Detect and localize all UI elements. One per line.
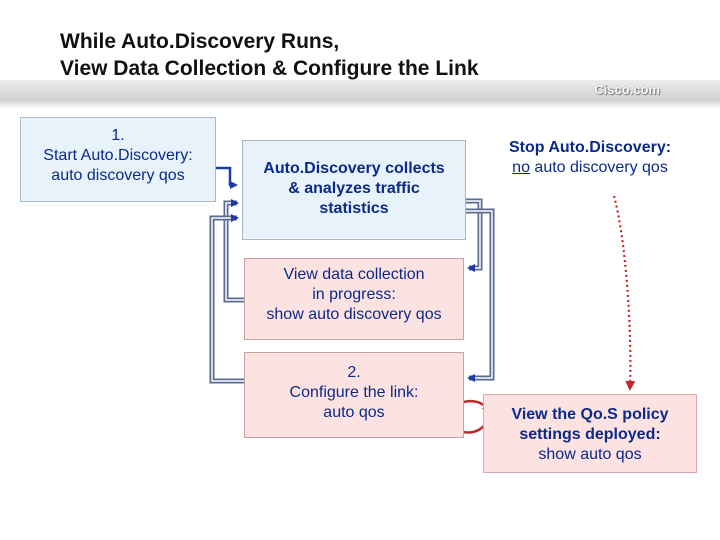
configure-step-command: auto qos xyxy=(323,404,385,421)
view-collection-box: View data collection in progress: show a… xyxy=(244,258,464,340)
collect-stats-box: Auto.Discovery collects & analyzes traff… xyxy=(242,140,466,240)
title-line-2: View Data Collection & Configure the Lin… xyxy=(60,57,479,80)
start-discovery-box: 1. Start Auto.Discovery: auto discovery … xyxy=(20,117,216,202)
view-line-1: View data collection xyxy=(283,266,425,283)
stop-command-no: no xyxy=(512,159,530,176)
stop-command-rest: auto discovery qos xyxy=(529,159,668,176)
header-band-shadow xyxy=(0,100,720,108)
start-step-label: Start Auto.Discovery: xyxy=(43,147,193,164)
configure-step-number: 2. xyxy=(347,364,361,381)
slide-title: While Auto.Discovery Runs, View Data Col… xyxy=(60,28,479,82)
title-line-1: While Auto.Discovery Runs, xyxy=(60,30,340,53)
stop-label: Stop Auto.Discovery: xyxy=(508,139,672,156)
collect-line-1: Auto.Discovery collects xyxy=(263,160,445,177)
start-step-command: auto discovery qos xyxy=(51,167,185,184)
policy-line-3: show auto qos xyxy=(538,446,642,463)
policy-line-2: settings deployed: xyxy=(519,426,661,443)
start-step-number: 1. xyxy=(111,127,125,144)
stop-discovery-box: Stop Auto.Discovery: no auto discovery q… xyxy=(484,116,696,196)
arrow-collect-to-view xyxy=(466,198,483,272)
collect-line-3: statistics xyxy=(319,200,389,217)
configure-step-label: Configure the link: xyxy=(289,384,419,401)
brand-label: Cisco.com xyxy=(594,82,660,97)
arrow-start-to-collect xyxy=(216,166,238,189)
view-line-2: in progress: xyxy=(312,286,396,303)
arrow-stop-to-policy xyxy=(612,195,636,391)
view-policy-box: View the Qo.S policy settings deployed: … xyxy=(483,394,697,473)
view-line-3: show auto discovery qos xyxy=(266,306,442,323)
policy-line-1: View the Qo.S policy xyxy=(511,406,669,423)
stop-command: no auto discovery qos xyxy=(512,158,668,178)
arrow-view-to-collect xyxy=(223,199,244,303)
arrow-collect-to-configure xyxy=(466,208,495,382)
collect-line-2: & analyzes traffic xyxy=(288,180,420,197)
configure-link-box: 2. Configure the link: auto qos xyxy=(244,352,464,438)
arrow-configure-to-collect xyxy=(209,214,244,384)
header-band xyxy=(0,80,720,100)
